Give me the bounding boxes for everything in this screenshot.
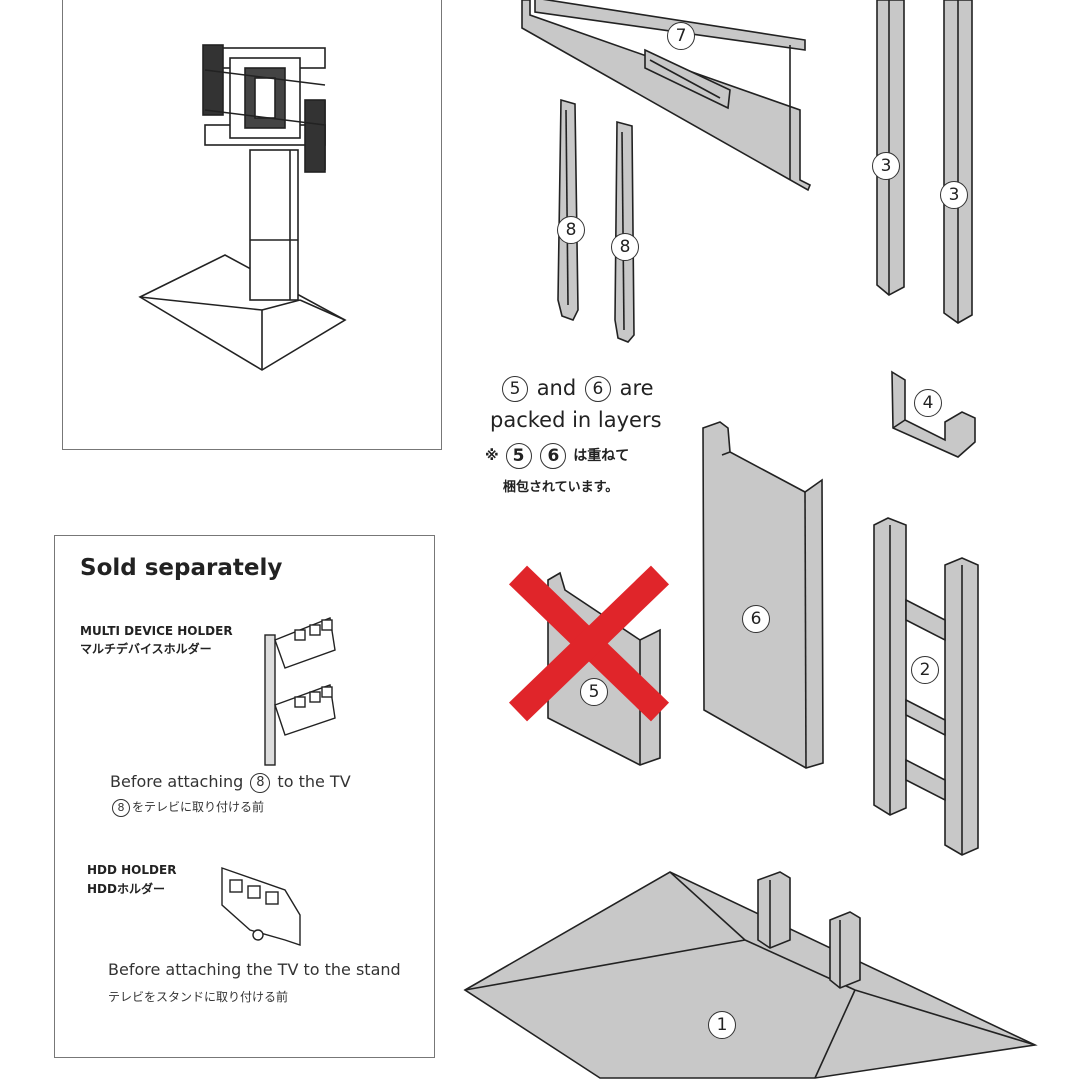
part-number-2: 2 [911,656,939,684]
packed-note-line1: 5 and 6 are [500,376,654,402]
part-7-drawing [521,0,812,192]
before-attaching-8-prefix: Before attaching [110,772,244,791]
part-6-drawing [702,421,824,769]
red-cross-mark [508,565,670,722]
part-8-inline: 8 [250,772,271,793]
part-number-3-right: 3 [940,181,968,209]
part-number-4: 4 [914,389,942,417]
part-number-6: 6 [742,605,770,633]
packed-note-jp-line2: 梱包されています。 [503,480,619,495]
before-attaching-8-jp-suffix: をテレビに取り付ける前 [132,800,265,814]
packed-note-jp-prefix: ※ [485,448,499,464]
part-8-drawing [557,98,635,343]
part-number-7: 7 [667,22,695,50]
part-5-inline: 5 [502,376,528,402]
part-6-inline: 6 [584,376,611,402]
multi-device-holder-jp: マルチデバイスホルダー [80,642,212,656]
part-number-3-left: 3 [872,152,900,180]
part-4-drawing [891,370,976,458]
part-3-drawing [876,0,973,324]
part-2-drawing [873,517,979,856]
multi-device-holder-drawing [264,617,336,766]
part-5-inline-jp: 5 [505,443,532,469]
packed-note-jp-suffix: は重ねて [573,448,630,464]
part-number-5: 5 [580,678,608,706]
part-1-drawing [463,871,1038,1079]
hdd-holder-drawing [221,867,301,946]
sold-separately-title: Sold separately [80,555,283,581]
packed-note-and: and [536,376,577,400]
before-attaching-stand-en: Before attaching the TV to the stand [108,960,401,979]
before-attaching-stand-jp: テレビをスタンドに取り付ける前 [108,990,289,1004]
hdd-holder-jp: HDDホルダー [87,882,165,896]
sold-separately-panel [54,535,435,1058]
part-6-inline-jp: 6 [540,443,567,469]
before-attaching-8-en: Before attaching 8 to the TV [110,772,351,793]
assembled-stand-drawing [138,44,347,371]
part-number-8-right: 8 [611,233,639,261]
part-8-inline-jp: 8 [112,798,130,817]
hdd-holder-en: HDD HOLDER [87,863,177,877]
part-number-1: 1 [708,1011,736,1039]
packed-note-jp-line1: ※ 5 6 は重ねて [485,443,629,469]
before-attaching-8-suffix: to the TV [277,772,351,791]
part-number-8-left: 8 [557,216,585,244]
packed-note-line2: packed in layers [490,408,662,432]
multi-device-holder-en: MULTI DEVICE HOLDER [80,624,233,638]
packed-note-are: are [619,376,654,400]
